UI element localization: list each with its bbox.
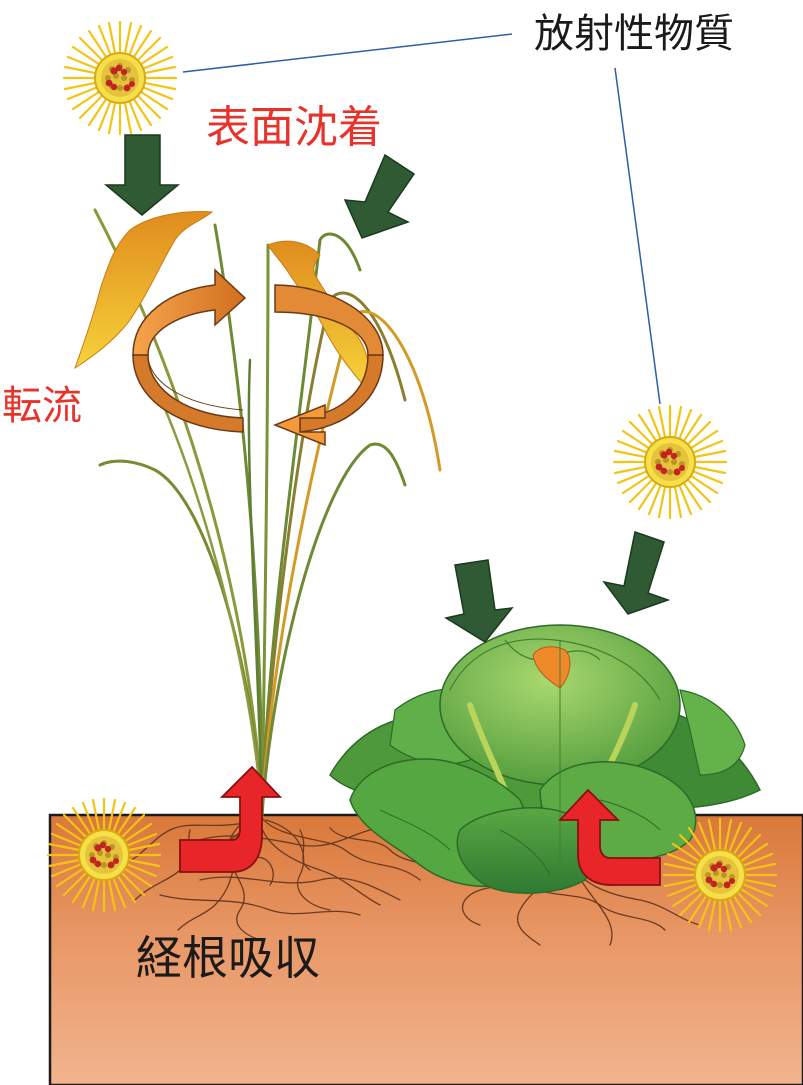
dark-green-arrow-icon — [106, 135, 178, 215]
dark-green-arrow-icon — [345, 155, 414, 238]
translocation-label: 転流 — [2, 386, 82, 426]
radioactive-particle-icon — [64, 22, 176, 134]
radioactive-particle-icon — [664, 819, 776, 931]
deposition-arrows — [106, 135, 668, 642]
radioactive-material-label: 放射性物質 — [534, 14, 734, 54]
leader-lines — [183, 34, 660, 404]
dark-green-arrow-icon — [604, 532, 668, 614]
surface-deposition-label: 表面沈着 — [206, 106, 382, 150]
radioactive-particle-icon — [614, 406, 726, 518]
radioactive-particle-icon — [48, 799, 160, 911]
dark-green-arrow-icon — [446, 560, 512, 642]
root-absorption-label: 経根吸収 — [136, 935, 320, 981]
